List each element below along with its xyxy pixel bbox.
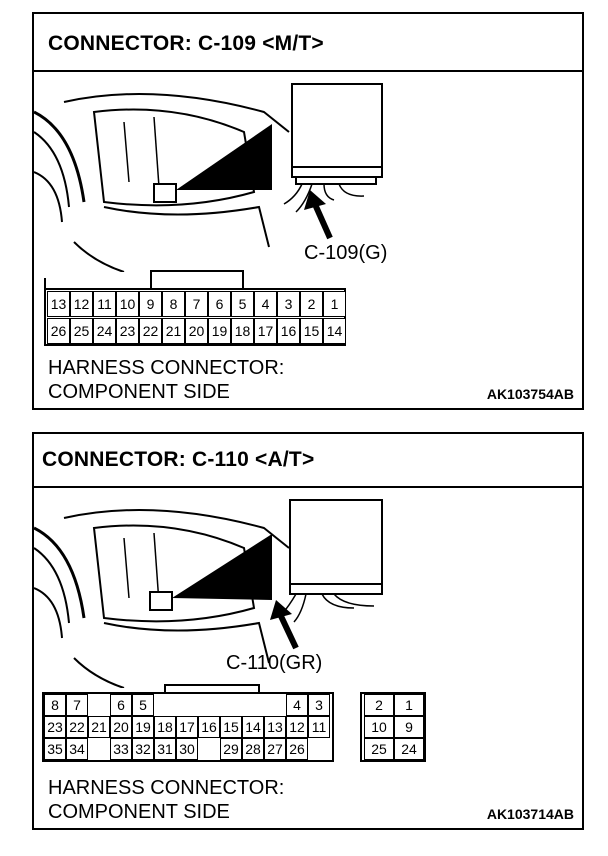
pin-cell: 33 — [110, 738, 132, 760]
figure-code: AK103714AB — [486, 806, 574, 822]
pin-cell: 11 — [93, 291, 116, 317]
pin-cell: 32 — [132, 738, 154, 760]
harness-line-1: HARNESS CONNECTOR: — [48, 777, 285, 799]
title-divider — [34, 486, 582, 488]
pin-cell: 26 — [47, 318, 70, 344]
pin-cell: 15 — [220, 716, 242, 738]
housing-outline — [164, 684, 260, 694]
pin-cell: 6 — [208, 291, 231, 317]
pin-cell: 3 — [308, 694, 330, 716]
pin-cell: 25 — [364, 738, 394, 760]
housing-outline — [360, 692, 426, 762]
dashboard-illustration — [34, 499, 383, 688]
dashboard-illustration — [34, 83, 383, 272]
housing-edge — [44, 278, 46, 290]
pin-cell: 3 — [277, 291, 300, 317]
figure-code: AK103754AB — [486, 386, 574, 402]
connector-callout: C-110(GR) — [226, 652, 323, 674]
harness-label: HARNESS CONNECTOR: COMPONENT SIDE — [48, 356, 284, 404]
pin-cell: 10 — [116, 291, 139, 317]
pin-cell: 25 — [70, 318, 93, 344]
pin-cell: 18 — [154, 716, 176, 738]
pin-cell: 30 — [176, 738, 198, 760]
pin-cell: 16 — [277, 318, 300, 344]
pin-cell: 2 — [300, 291, 323, 317]
pin-cell: 11 — [308, 716, 330, 738]
pin-cell: 24 — [93, 318, 116, 344]
pin-cell: 19 — [132, 716, 154, 738]
pin-cell: 1 — [323, 291, 346, 317]
pin-cell: 27 — [264, 738, 286, 760]
pin-cell: 28 — [242, 738, 264, 760]
pin-cell: 23 — [44, 716, 66, 738]
pin-cell: 16 — [198, 716, 220, 738]
harness-line-1: HARNESS CONNECTOR: — [48, 357, 285, 379]
pin-cell: 17 — [176, 716, 198, 738]
pin-cell: 35 — [44, 738, 66, 760]
harness-line-2: COMPONENT SIDE — [48, 801, 230, 823]
connector-callout: C-109(G) — [304, 242, 388, 264]
harness-line-2: COMPONENT SIDE — [48, 381, 230, 403]
pin-cell: 19 — [208, 318, 231, 344]
pin-cell: 7 — [66, 694, 88, 716]
pin-cell: 8 — [162, 291, 185, 317]
pin-cell: 18 — [231, 318, 254, 344]
pin-cell: 8 — [44, 694, 66, 716]
pin-cell: 14 — [323, 318, 346, 344]
pin-cell: 23 — [116, 318, 139, 344]
pin-cell: 21 — [162, 318, 185, 344]
pin-cell: 13 — [47, 291, 70, 317]
pin-cell: 9 — [394, 716, 424, 738]
pin-cell: 12 — [286, 716, 308, 738]
pin-cell: 26 — [286, 738, 308, 760]
pin-cell: 29 — [220, 738, 242, 760]
harness-label: HARNESS CONNECTOR: COMPONENT SIDE — [48, 776, 284, 824]
pin-cell: 21 — [88, 716, 110, 738]
pin-cell: 17 — [254, 318, 277, 344]
pin-cell: 20 — [185, 318, 208, 344]
pin-cell: 15 — [300, 318, 323, 344]
pin-cell: 4 — [254, 291, 277, 317]
housing-outline — [42, 692, 334, 762]
pin-cell: 6 — [110, 694, 132, 716]
pin-cell: 2 — [364, 694, 394, 716]
pin-cell: 31 — [154, 738, 176, 760]
pin-cell: 4 — [286, 694, 308, 716]
panel-title: CONNECTOR: C-109 <M/T> — [48, 32, 324, 55]
pin-cell: 22 — [66, 716, 88, 738]
pin-cell: 24 — [394, 738, 424, 760]
pin-cell: 13 — [264, 716, 286, 738]
pin-cell: 34 — [66, 738, 88, 760]
pin-cell: 12 — [70, 291, 93, 317]
connector-housing — [150, 270, 244, 290]
pin-cell: 5 — [132, 694, 154, 716]
pin-cell: 5 — [231, 291, 254, 317]
pin-cell: 14 — [242, 716, 264, 738]
title-divider — [34, 70, 582, 72]
pin-cell: 20 — [110, 716, 132, 738]
pin-cell: 9 — [139, 291, 162, 317]
pin-cell: 22 — [139, 318, 162, 344]
panel-title: CONNECTOR: C-110 <A/T> — [42, 448, 315, 471]
pin-cell: 10 — [364, 716, 394, 738]
pin-cell: 1 — [394, 694, 424, 716]
pin-cell: 7 — [185, 291, 208, 317]
